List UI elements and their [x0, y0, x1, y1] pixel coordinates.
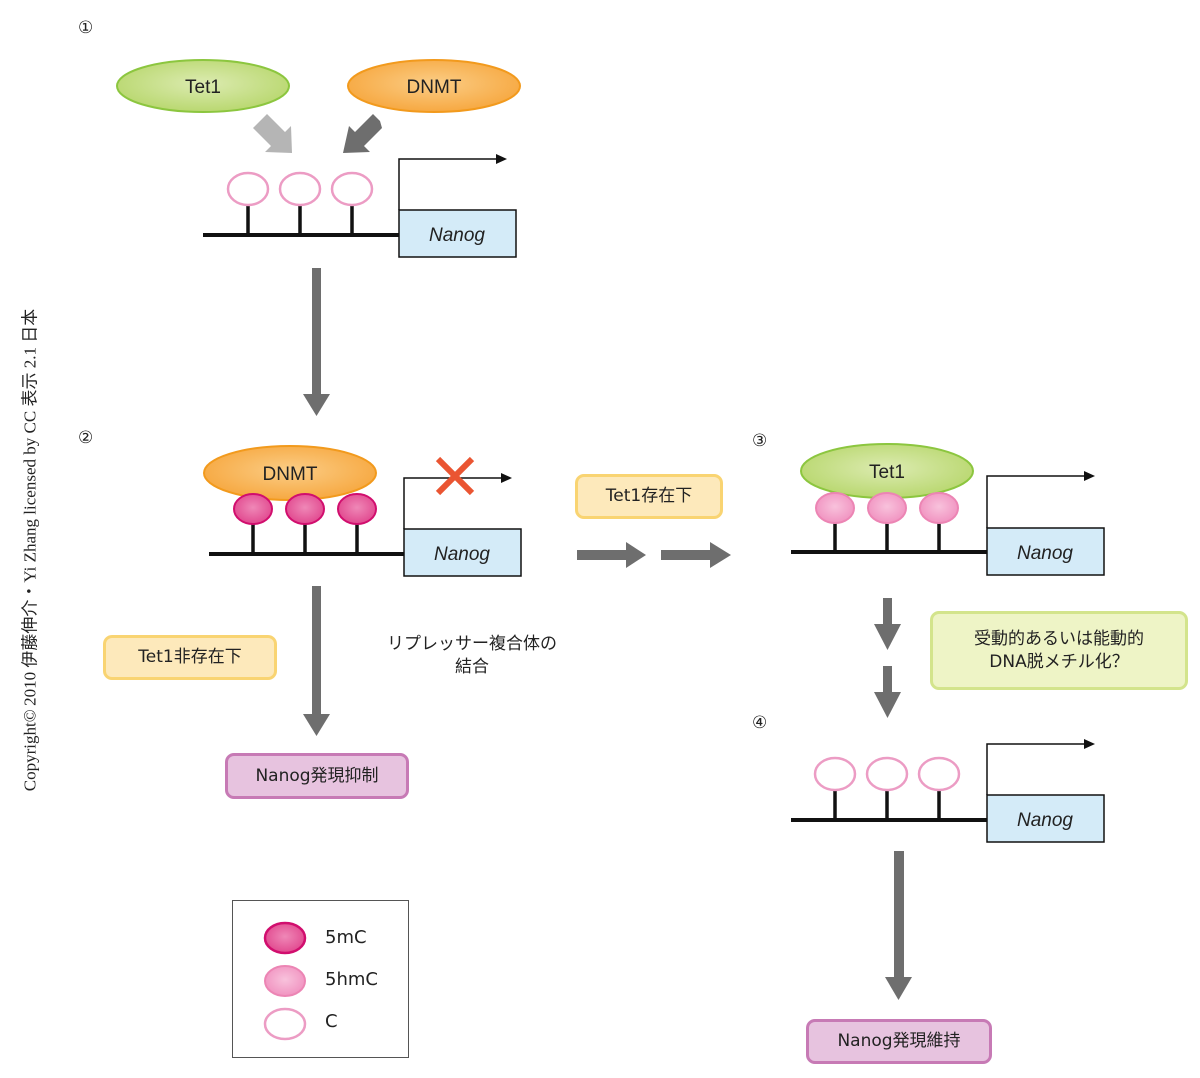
transcription-start-arrow [398, 158, 496, 210]
tet1-bound-label: Tet1 [869, 462, 905, 483]
tet1-present-condition: Tet1存在下 [575, 474, 723, 519]
legend: 5mC 5hmC C [232, 900, 409, 1058]
legend-5mc-symbol [263, 921, 307, 955]
nanog-gene-box [986, 794, 1105, 843]
hydroxymethyl-5hmc-site [919, 492, 959, 524]
tet1-enzyme-label: Tet1 [185, 77, 221, 98]
dnmt-enzyme [347, 59, 521, 113]
nanog-repression-outcome: Nanog発現抑制 [225, 753, 409, 799]
demethylation-note: 受動的あるいは能動的 DNA脱メチル化？ [930, 611, 1188, 690]
dnmt-enzyme-label: DNMT [407, 77, 462, 98]
unmethylated-c-site [226, 171, 270, 207]
dnmt-bound-label: DNMT [263, 464, 318, 485]
methylated-5mc-site [285, 493, 325, 525]
legend-5mc-label: 5mC [325, 927, 367, 948]
nanog-gene-box [398, 209, 517, 258]
step-2-group: DNMT Nanog [203, 445, 522, 577]
arrow-step3-to-step4 [874, 598, 901, 718]
nanog-gene-label: Nanog [434, 544, 490, 565]
arrow-step2-to-repression [303, 586, 330, 736]
tet1-absent-condition: Tet1非存在下 [103, 635, 277, 680]
methylated-5mc-site [337, 493, 377, 525]
step-2-number: ② [78, 428, 94, 448]
tet1-enzyme [116, 59, 290, 113]
step-4-number: ④ [752, 713, 768, 733]
demethylation-line-1: 受動的あるいは能動的 [974, 629, 1144, 650]
legend-5hmc-label: 5hmC [325, 969, 378, 990]
dnmt-action-arrow [343, 114, 382, 153]
repressor-binding-line-1: リプレッサー複合体の [387, 634, 557, 654]
nanog-gene-label: Nanog [429, 225, 485, 246]
arrow-step4-to-maintenance [885, 851, 912, 1000]
arrow-step1-to-step2 [303, 268, 330, 416]
legend-5hmc-symbol [264, 965, 306, 997]
nanog-gene-box [403, 528, 522, 577]
demethylation-line-2: DNA脱メチル化？ [989, 651, 1129, 672]
transcription-start-arrow [986, 475, 1084, 528]
unmethylated-c-site [917, 756, 961, 792]
step-1-group: Tet1 DNMT Nanog [116, 59, 521, 258]
unmethylated-c-site [330, 171, 374, 207]
methylated-5mc-site [233, 493, 273, 525]
legend-c-symbol [263, 1007, 307, 1041]
transcription-arrowhead [1084, 739, 1095, 749]
unmethylated-c-site [865, 756, 909, 792]
transcription-arrowhead [501, 473, 512, 483]
repressor-binding-note: リプレッサー複合体の 結合 [348, 633, 596, 679]
legend-symbols [263, 921, 307, 1041]
transcription-arrowhead [496, 154, 507, 164]
transcription-start-arrow [403, 477, 501, 529]
hydroxymethyl-5hmc-site [815, 492, 855, 524]
nanog-gene-label: Nanog [1017, 543, 1073, 564]
hydroxymethyl-5hmc-site [867, 492, 907, 524]
transcription-start-arrow [986, 743, 1084, 795]
nanog-gene-box [986, 527, 1105, 576]
step-3-number: ③ [752, 431, 768, 451]
step-1-number: ① [78, 18, 94, 38]
unmethylated-c-site [278, 171, 322, 207]
nanog-maintenance-outcome: Nanog発現維持 [806, 1019, 992, 1064]
unmethylated-c-site [813, 756, 857, 792]
legend-c-label: C [325, 1011, 338, 1032]
transcription-blocked-x-icon [435, 456, 475, 496]
repressor-binding-line-2: 結合 [455, 656, 489, 677]
step-4-group: Nanog [791, 739, 1105, 843]
nanog-gene-label: Nanog [1017, 810, 1073, 831]
tet1-action-arrow [253, 114, 292, 153]
arrow-step2-to-step3 [577, 542, 731, 568]
transcription-arrowhead [1084, 471, 1095, 481]
step-3-group: Tet1 Nanog [791, 443, 1105, 576]
